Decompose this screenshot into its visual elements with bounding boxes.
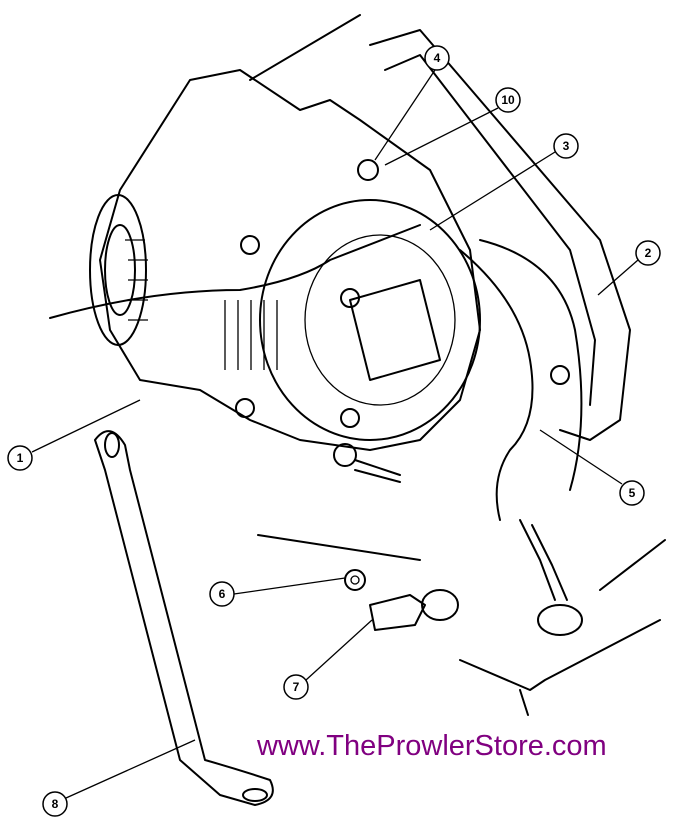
terminal-stud	[354, 459, 401, 483]
callout-1: 1	[7, 445, 33, 471]
callout-label: 2	[645, 246, 652, 260]
leader-lines	[31, 69, 639, 799]
battery-cable	[519, 519, 568, 601]
watermark-url: www.TheProwlerStore.com	[257, 730, 607, 762]
cooling-fins	[125, 239, 278, 370]
wire-harness	[49, 224, 583, 521]
callout-6: 6	[209, 581, 235, 607]
callout-4: 4	[424, 45, 450, 71]
callout-10: 10	[495, 87, 521, 113]
callout-label: 3	[563, 139, 570, 153]
rear-cover	[259, 199, 481, 441]
pulley	[89, 194, 147, 346]
drive-belt	[369, 29, 631, 441]
engine-edge-line	[249, 14, 361, 81]
engine-surface-line	[257, 534, 666, 716]
callout-3: 3	[553, 133, 579, 159]
alternator-housing	[99, 69, 481, 451]
callout-5: 5	[619, 480, 645, 506]
callout-label: 1	[17, 451, 24, 465]
callout-label: 4	[434, 51, 441, 65]
callout-label: 10	[501, 93, 515, 107]
cable-terminal	[537, 604, 583, 636]
callout-label: 6	[219, 587, 226, 601]
ground-strap	[94, 430, 274, 806]
callout-label: 5	[629, 486, 636, 500]
callout-2: 2	[635, 240, 661, 266]
mounting-nuts	[235, 159, 570, 467]
callout-label: 7	[293, 680, 300, 694]
callout-7: 7	[283, 674, 309, 700]
regulator	[349, 279, 441, 381]
terminal-part-7	[369, 594, 426, 631]
callout-8: 8	[42, 791, 68, 817]
callout-label: 8	[52, 797, 59, 811]
nut-part-6	[344, 569, 366, 591]
